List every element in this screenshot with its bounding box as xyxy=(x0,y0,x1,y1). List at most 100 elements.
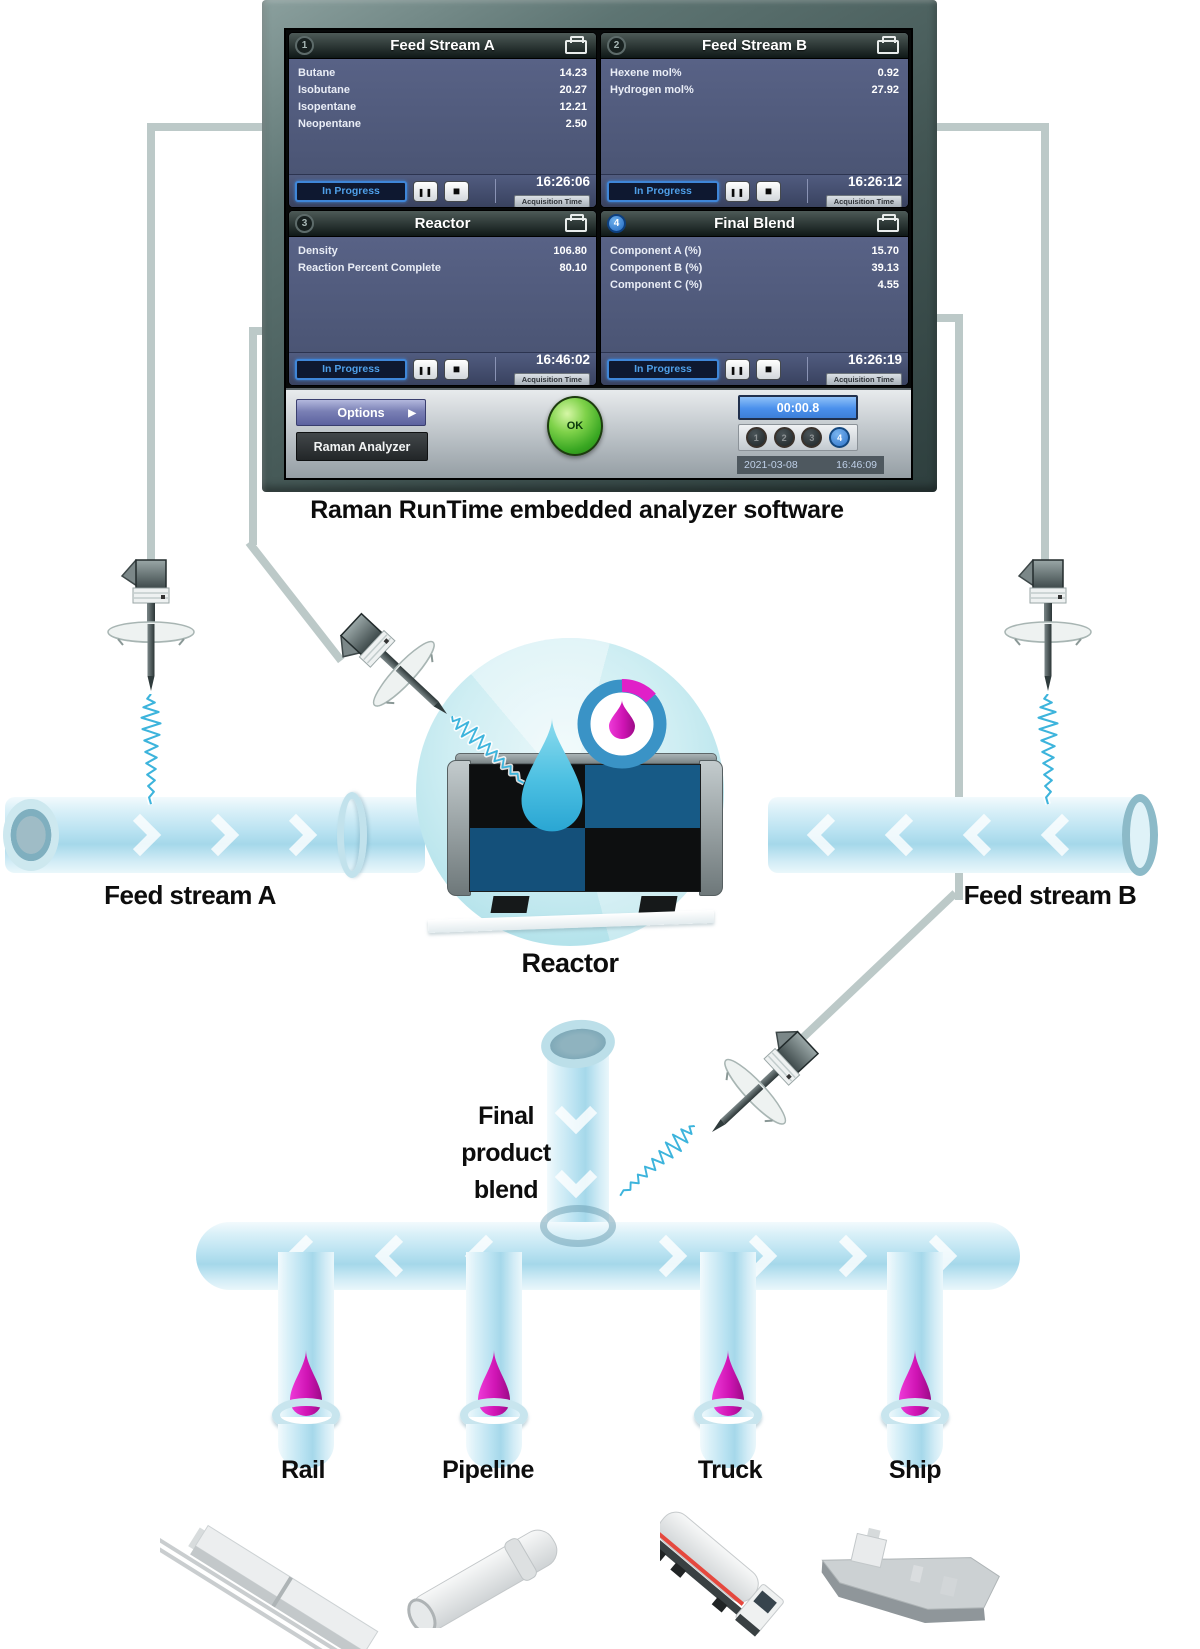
reactor-tank-rim xyxy=(455,753,717,764)
raman-probe-feed-b xyxy=(1004,559,1092,692)
pause-icon xyxy=(418,360,433,378)
outlet-cup xyxy=(278,1424,334,1468)
channel-selector: 1 2 3 4 xyxy=(738,424,858,451)
metric-row: Isobutane 20.27 xyxy=(289,81,596,98)
fiber-cable-blend-diagonal xyxy=(795,890,958,1045)
stop-button[interactable] xyxy=(444,358,469,380)
fiber-cable-feed-b-vertical xyxy=(1041,123,1049,560)
metric-value: 27.92 xyxy=(871,83,899,96)
acquisition-time-label[interactable]: Acquisition Time xyxy=(513,195,590,207)
fiber-cable-reactor-vertical xyxy=(249,327,257,545)
metric-value: 12.21 xyxy=(559,100,587,113)
metric-label: Density xyxy=(298,244,338,257)
laser-signal-icon xyxy=(607,1113,708,1210)
channel-badge: 3 xyxy=(295,214,314,233)
status-badge[interactable]: In Progress xyxy=(295,180,407,202)
metric-rows: Hexene mol%0.92 Hydrogen mol%27.92 xyxy=(601,59,908,98)
fiber-cable-blend-horizontal xyxy=(936,314,963,322)
pipe-feed-b-end-ring xyxy=(1122,794,1158,876)
divider xyxy=(495,179,496,203)
printer-icon[interactable] xyxy=(877,214,899,232)
acquisition-time: 16:46:02 xyxy=(535,352,590,367)
panel-footer: In Progress 16:46:02 Acquisition Time xyxy=(289,352,596,385)
pause-button[interactable] xyxy=(725,358,750,380)
metric-value: 20.27 xyxy=(559,83,587,96)
panel-final-blend: 4 Final Blend Component A (%)15.70 Compo… xyxy=(600,210,909,386)
metric-label: Component B (%) xyxy=(610,261,703,274)
pause-button[interactable] xyxy=(413,180,438,202)
panel-header: 4 Final Blend xyxy=(601,211,908,237)
metric-value: 2.50 xyxy=(565,117,587,130)
panel-header: 3 Reactor xyxy=(289,211,596,237)
raman-analyzer-button[interactable]: Raman Analyzer xyxy=(296,432,428,461)
printer-icon[interactable] xyxy=(565,36,587,54)
status-badge[interactable]: In Progress xyxy=(607,180,719,202)
panel-footer: In Progress 16:26:19 Acquisition Time xyxy=(601,352,908,385)
software-caption: Raman RunTime embedded analyzer software xyxy=(310,496,844,524)
divider xyxy=(495,357,496,381)
arrow-right-icon xyxy=(408,408,416,419)
channel-button-4[interactable]: 4 xyxy=(829,427,851,448)
metric-label: Isobutane xyxy=(298,83,350,96)
fiber-cable-blend-vertical xyxy=(955,314,963,900)
stop-button[interactable] xyxy=(444,180,469,202)
flow-arrow-left-icon xyxy=(884,813,928,857)
acquisition-time-label[interactable]: Acquisition Time xyxy=(513,373,590,385)
tank-panel xyxy=(585,765,700,828)
channel-button-2[interactable]: 2 xyxy=(773,427,795,448)
panel-title: Feed Stream B xyxy=(701,37,808,54)
flow-arrow-right-icon xyxy=(118,813,162,857)
pause-button[interactable] xyxy=(725,180,750,202)
pause-button[interactable] xyxy=(413,358,438,380)
liquid-droplet-icon xyxy=(521,717,583,832)
tank-panel xyxy=(470,828,585,891)
metric-row: Isopentane 12.21 xyxy=(289,98,596,115)
ok-button[interactable]: OK xyxy=(547,396,603,456)
metric-value: 15.70 xyxy=(871,244,899,257)
channel-button-3[interactable]: 3 xyxy=(801,427,823,448)
metric-label: Isopentane xyxy=(298,100,357,113)
stop-icon xyxy=(453,182,460,200)
system-date: 2021-03-08 xyxy=(744,459,798,471)
panel-feed-stream-b: 2 Feed Stream B Hexene mol%0.92 Hydrogen… xyxy=(600,32,909,208)
channel-badge: 2 xyxy=(607,36,626,55)
feed-stream-a-label: Feed stream A xyxy=(104,880,276,910)
flow-arrow-right-icon xyxy=(644,1234,688,1278)
metric-row: Neopentane 2.50 xyxy=(289,115,596,132)
metric-label: Hydrogen mol% xyxy=(610,83,694,96)
datetime-bar: 2021-03-08 16:46:09 xyxy=(737,456,884,474)
metric-value: 14.23 xyxy=(559,66,587,79)
status-badge[interactable]: In Progress xyxy=(295,358,407,380)
raman-probe-final-blend xyxy=(681,1010,839,1165)
flow-arrow-left-icon xyxy=(806,813,850,857)
stop-button[interactable] xyxy=(756,180,781,202)
metric-row: Component A (%)15.70 xyxy=(601,242,908,259)
system-clock: 16:46:09 xyxy=(836,459,877,471)
printer-icon[interactable] xyxy=(565,214,587,232)
acquisition-time-label[interactable]: Acquisition Time xyxy=(825,195,902,207)
pause-icon xyxy=(730,182,745,200)
metric-value: 4.55 xyxy=(877,278,899,291)
stop-icon xyxy=(453,360,460,378)
options-button[interactable]: Options xyxy=(296,399,426,426)
channel-button-1[interactable]: 1 xyxy=(745,427,767,448)
status-badge[interactable]: In Progress xyxy=(607,358,719,380)
acquisition-time-label[interactable]: Acquisition Time xyxy=(825,373,902,385)
final-blend-line: product xyxy=(461,1139,551,1167)
flow-arrow-right-icon xyxy=(274,813,318,857)
flow-arrow-left-icon xyxy=(962,813,1006,857)
channel-badge-active: 4 xyxy=(607,214,626,233)
metric-row: Component B (%)39.13 xyxy=(601,259,908,276)
printer-icon[interactable] xyxy=(877,36,899,54)
acquisition-time-block: 16:26:12 Acquisition Time xyxy=(814,173,902,207)
stop-button[interactable] xyxy=(756,358,781,380)
outlet-label-truck: Truck xyxy=(697,1456,763,1484)
outlet-cup xyxy=(466,1424,522,1468)
channel-cluster: 00:00.8 1 2 3 4 xyxy=(738,395,858,451)
metric-label: Neopentane xyxy=(298,117,361,130)
laser-signal-icon xyxy=(1030,694,1066,806)
panel-footer: In Progress 16:26:12 Acquisition Time xyxy=(601,174,908,207)
